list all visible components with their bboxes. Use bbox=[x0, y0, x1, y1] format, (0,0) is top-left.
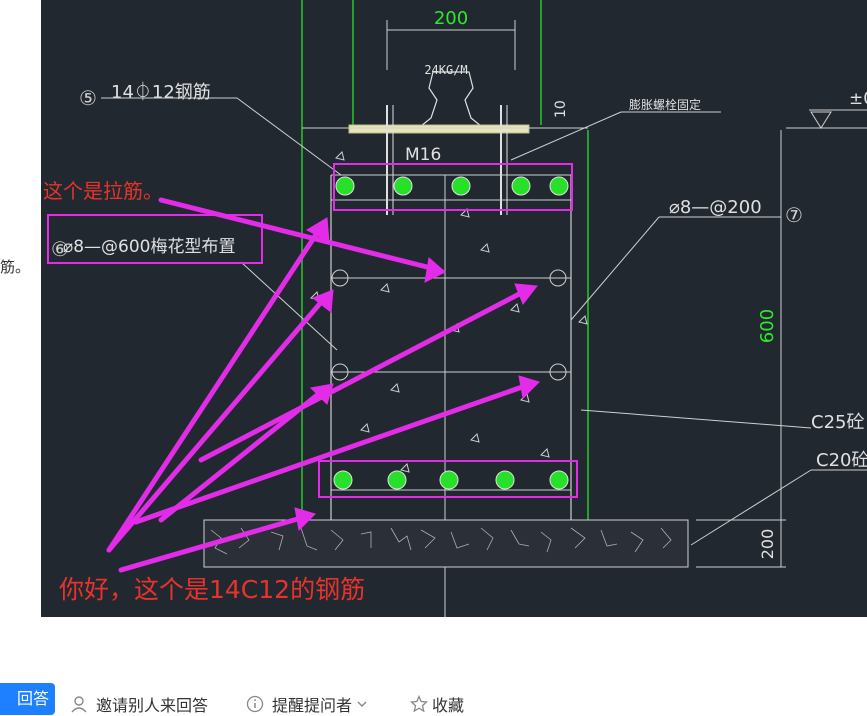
collect-label: 收藏 bbox=[432, 696, 465, 715]
dim-top: 200 bbox=[434, 8, 468, 29]
truncated-question-text: 筋。 bbox=[0, 258, 31, 276]
label-num7: ⑦ bbox=[785, 203, 803, 227]
invite-answer-button[interactable]: 邀请别人来回答 bbox=[70, 692, 208, 716]
cad-drawing-image: 200 24KG/M ⑤ 14⏀12钢筋 M16 膨胀螺栓固定 10 ± bbox=[41, 0, 867, 617]
label-bolt: 膨胀螺栓固定 bbox=[629, 97, 701, 112]
remind-asker-button[interactable]: 提醒提问者 bbox=[246, 692, 368, 716]
cad-svg: 200 24KG/M ⑤ 14⏀12钢筋 M16 膨胀螺栓固定 10 ± bbox=[43, 0, 867, 617]
label-stirrup: ⌀8—@200 bbox=[669, 197, 762, 218]
label-num5: ⑤ bbox=[79, 86, 97, 110]
info-icon bbox=[246, 695, 264, 713]
rebar-note: 你好，这个是14C12的钢筋 bbox=[59, 575, 365, 604]
tie-note: 这个是拉筋。 bbox=[43, 179, 163, 203]
label-10: 10 bbox=[553, 100, 569, 118]
label-num6: ⑥ bbox=[51, 237, 69, 261]
label-level: ±0 bbox=[849, 89, 867, 109]
dim-side: 600 bbox=[757, 309, 778, 343]
remind-label: 提醒提问者 bbox=[272, 696, 353, 715]
chevron-down-icon bbox=[357, 701, 367, 707]
rail-label: 24KG/M bbox=[424, 63, 467, 77]
dim-bottom: 200 bbox=[758, 529, 777, 560]
label-c25: C25砼 bbox=[811, 412, 864, 433]
invite-label: 邀请别人来回答 bbox=[96, 696, 209, 715]
label-m16: M16 bbox=[405, 145, 441, 165]
answer-button[interactable]: 回答 bbox=[0, 683, 55, 715]
label-rebar: 14⏀12钢筋 bbox=[111, 81, 211, 103]
star-icon bbox=[410, 695, 428, 713]
user-icon bbox=[71, 696, 87, 713]
label-c20: C20砼 bbox=[816, 450, 867, 471]
label-tie: ⌀8—@600梅花型布置 bbox=[63, 237, 236, 257]
answer-action-bar: 回答 邀请别人来回答 提醒提问者 收藏 bbox=[0, 680, 867, 715]
collect-button[interactable]: 收藏 bbox=[410, 692, 464, 716]
